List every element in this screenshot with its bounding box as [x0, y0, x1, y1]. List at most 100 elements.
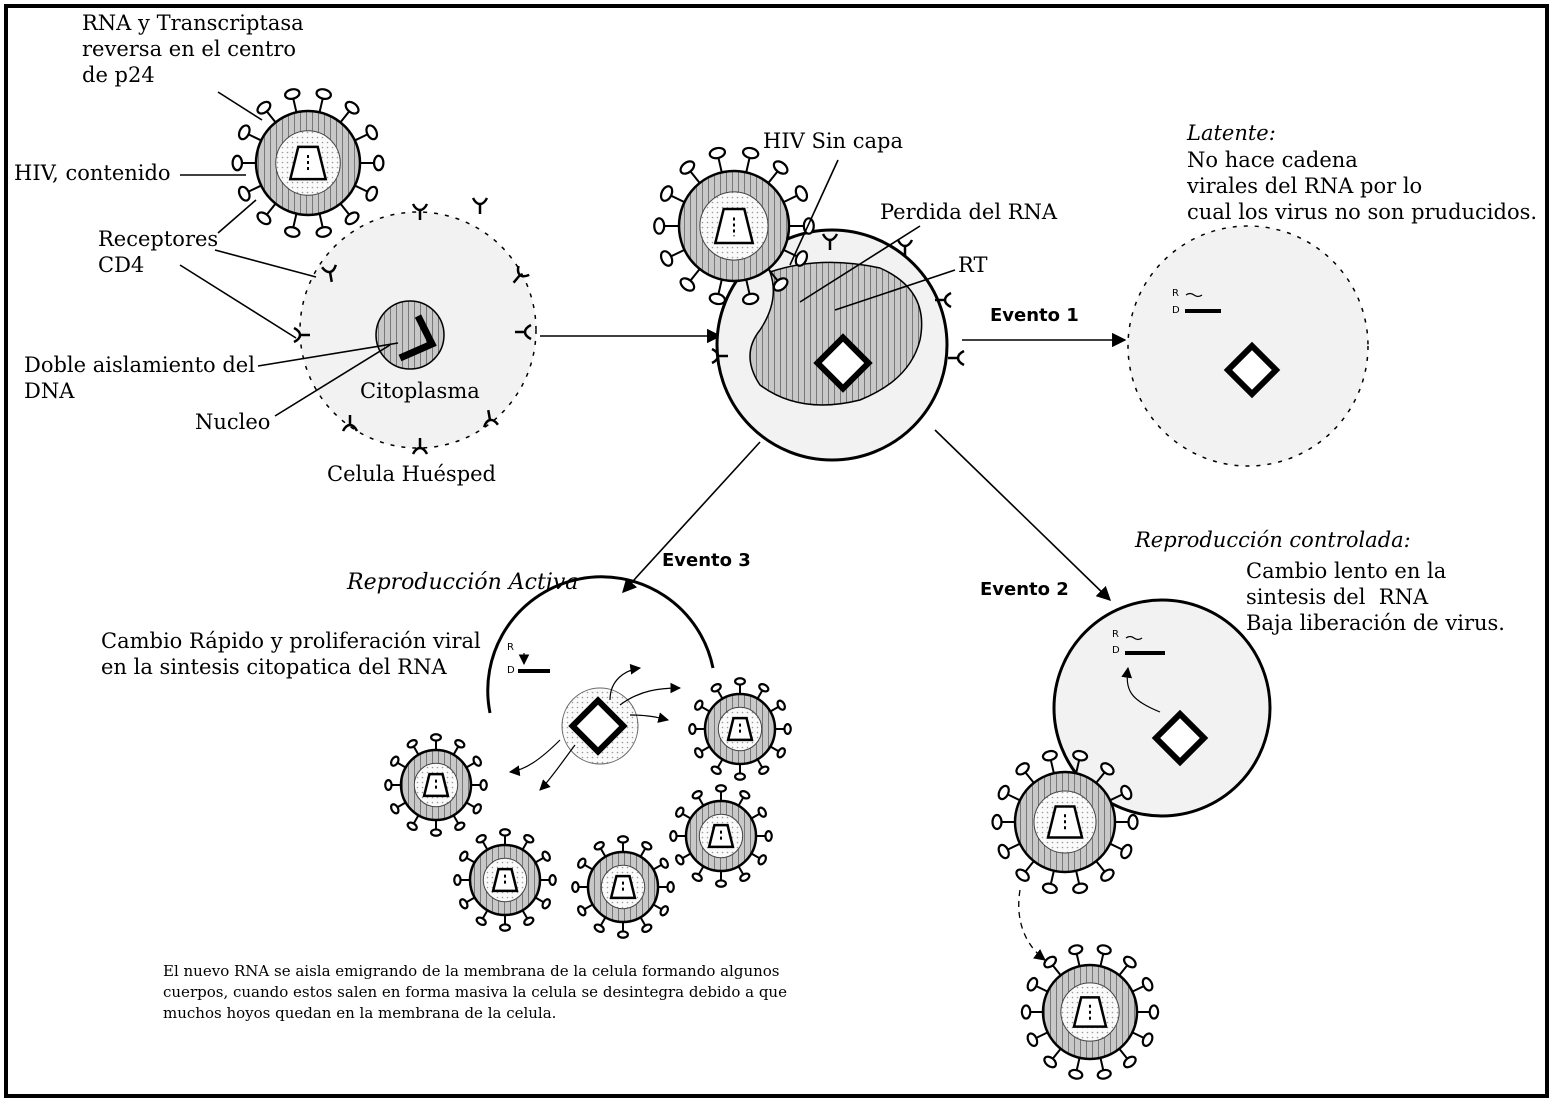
hiv-intact-virion-spike-stem [265, 110, 277, 123]
hiv-budding-virion-4-spike-knob [669, 830, 678, 843]
hiv-budding-virion-2-spike-knob [541, 898, 551, 910]
hiv-intact-virion-spike-knob [315, 226, 333, 238]
hiv-budding-virion-3-spike-stem [583, 863, 594, 871]
hiv-budding-virion-2-spike-knob [523, 916, 535, 926]
hiv-budding-virion-5-spike-stem [716, 689, 724, 700]
active-d-strand [518, 669, 550, 673]
hiv-intact-virion-spike-knob [256, 211, 272, 226]
hiv-budding-virion-5-spike-knob [758, 765, 770, 775]
hiv-budding-virion-3-spike-stem [639, 847, 647, 858]
label-perdida-rna: Perdida del RNA [880, 200, 1058, 224]
rd-label-d-active: D [507, 665, 515, 676]
cd4-receptor-host-7 [471, 197, 489, 214]
hiv-budding-virion-4-spike-stem [697, 865, 705, 876]
hiv-budding-virion-2-spike-knob [541, 850, 551, 862]
cd4-receptor-infected-2 [935, 291, 952, 309]
hiv-budding-virion-3-spike-stem [639, 916, 647, 927]
hiv-released-virion-2-spike-stem [1035, 984, 1049, 993]
hiv-released-virion-2-spike-knob [1043, 955, 1058, 969]
hiv-released-virion-1-spike-knob [1015, 762, 1030, 776]
cd4-receptor-host-3 [411, 438, 429, 455]
hiv-released-virion-1-spike-stem [1075, 759, 1081, 774]
hiv-released-virion-1 [991, 749, 1139, 895]
hiv-released-virion-1-spike-stem [1006, 793, 1021, 802]
hiv-released-virion-1-spike-knob [1100, 762, 1115, 776]
cd4-receptor-host-4-shape [482, 409, 499, 428]
label-controlada-desc: Cambio lento en la sintesis del RNA Baja… [1246, 559, 1505, 635]
hiv-uncoating-virion-spike-stem [689, 268, 701, 282]
hiv-budding-virion-3-spike-stem [599, 916, 607, 927]
controlled-d-strand [1125, 651, 1165, 655]
hiv-released-virion-2-spike-stem [1118, 1048, 1129, 1060]
cd4-receptor-host-0-shape [321, 264, 338, 283]
host-dna-double-strand [398, 314, 437, 362]
hiv-budding-virion-1-spike-knob [384, 778, 393, 791]
cd4-receptor-host-6 [512, 265, 530, 284]
hiv-budding-virion-5-spike-knob [710, 683, 722, 693]
active-rna-flow-4 [609, 663, 642, 701]
hiv-budding-virion-5-spike-stem [756, 758, 764, 769]
active-rna-flow-0 [508, 739, 561, 777]
hiv-released-virion-1-spike-knob [1072, 749, 1089, 762]
hiv-budding-virion-1-spike-knob [430, 733, 443, 742]
hiv-uncoating-virion-spike-stem [767, 170, 779, 184]
hiv-released-virion-2-spike-knob [1026, 976, 1039, 992]
hiv-released-virion-2-spike-stem [1099, 953, 1105, 967]
hiv-uncoating-virion-spike-knob [679, 277, 696, 292]
hiv-released-virion-1-spike-knob [1120, 784, 1133, 801]
hiv-released-virion-2-spike-knob [1020, 1004, 1032, 1020]
hiv-released-virion-2-spike-stem [1118, 964, 1129, 976]
hiv-released-virion-1-spike-knob [1015, 868, 1030, 882]
hiv-budding-virion-5-spike-knob [688, 723, 697, 736]
hiv-budding-virion-3-spike-knob [616, 835, 629, 844]
hiv-budding-virion-3-p24-core [609, 874, 637, 900]
rd-label-r-latent: R [1172, 288, 1179, 299]
hiv-uncoating-virion-spike-knob [741, 292, 760, 306]
hiv-budding-virion-5-spike-knob [776, 747, 786, 759]
cd4-receptor-host-0 [321, 264, 338, 283]
hiv-budding-virion-3-spike-stem [652, 903, 663, 911]
hiv-released-virion-1-spike-stem [1095, 771, 1106, 784]
hiv-released-virion-1-spike-knob [997, 843, 1010, 860]
label-evento-2: Evento 2 [980, 579, 1069, 600]
hiv-intact-virion-spike-knob [365, 185, 379, 202]
label-evento-3: Evento 3 [662, 550, 751, 571]
hiv-budding-virion-1-spike-knob [406, 821, 418, 831]
hiv-released-virion-1-spike-stem [1049, 759, 1055, 774]
hiv-budding-virion-3-spike-knob [593, 923, 605, 933]
infected-nucleus [813, 333, 873, 393]
hiv-budding-virion-5-p24-core [726, 716, 754, 742]
hiv-budding-virion-2-spike-stem [534, 856, 545, 864]
rd-label-d-controlled: D [1112, 645, 1120, 656]
hiv-released-virion-2-spike-stem [1051, 964, 1062, 976]
hiv-budding-virion-1-spike-knob [429, 828, 442, 837]
hiv-budding-virion-3-spike-stem [599, 847, 607, 858]
hiv-released-virion-1-spike-knob [1120, 843, 1133, 860]
label-doble-aislamiento: Doble aislamiento del DNA [24, 353, 255, 403]
hiv-budding-virion-1-p24-core [422, 772, 450, 798]
hiv-released-virion-2-spike-knob [1141, 976, 1154, 992]
hiv-budding-virion-2-spike-stem [481, 909, 489, 920]
hiv-budding-virion-1-spike-stem [396, 761, 407, 769]
cd4-receptor-host-2-shape [341, 415, 359, 432]
hiv-budding-virion-2-spike-stem [465, 896, 476, 904]
hiv-budding-virion-5-spike-knob [694, 699, 704, 711]
hiv-budding-virion-1-spike-stem [465, 761, 476, 769]
hiv-budding-virion-2-spike-stem [521, 909, 529, 920]
rd-label-r-controlled: R [1112, 629, 1119, 640]
hiv-budding-virion-5-spike-knob [734, 772, 747, 781]
cd4-receptor-host-2 [341, 415, 359, 432]
cd4-receptor-infected-1-shape [896, 239, 914, 256]
hiv-budding-virion-5-spike-stem [700, 705, 711, 713]
hiv-intact-virion [231, 88, 385, 238]
hiv-intact-virion-spike-stem [339, 110, 351, 123]
label-reproduccion-controlada: Reproducción controlada: [1135, 528, 1411, 552]
hiv-released-virion-1-spike-knob [1041, 749, 1058, 762]
hiv-released-virion-1-spike-knob [997, 784, 1010, 801]
hiv-uncoating-virion-spike-stem [670, 194, 685, 204]
cd4-receptor-host-1 [293, 326, 310, 344]
hiv-budding-virion-5-spike-knob [694, 747, 704, 759]
hiv-budding-virion-2-spike-knob [523, 834, 535, 844]
hiv-budding-virion-2-spike-knob [475, 834, 487, 844]
arrow-evento-3 [622, 441, 761, 594]
